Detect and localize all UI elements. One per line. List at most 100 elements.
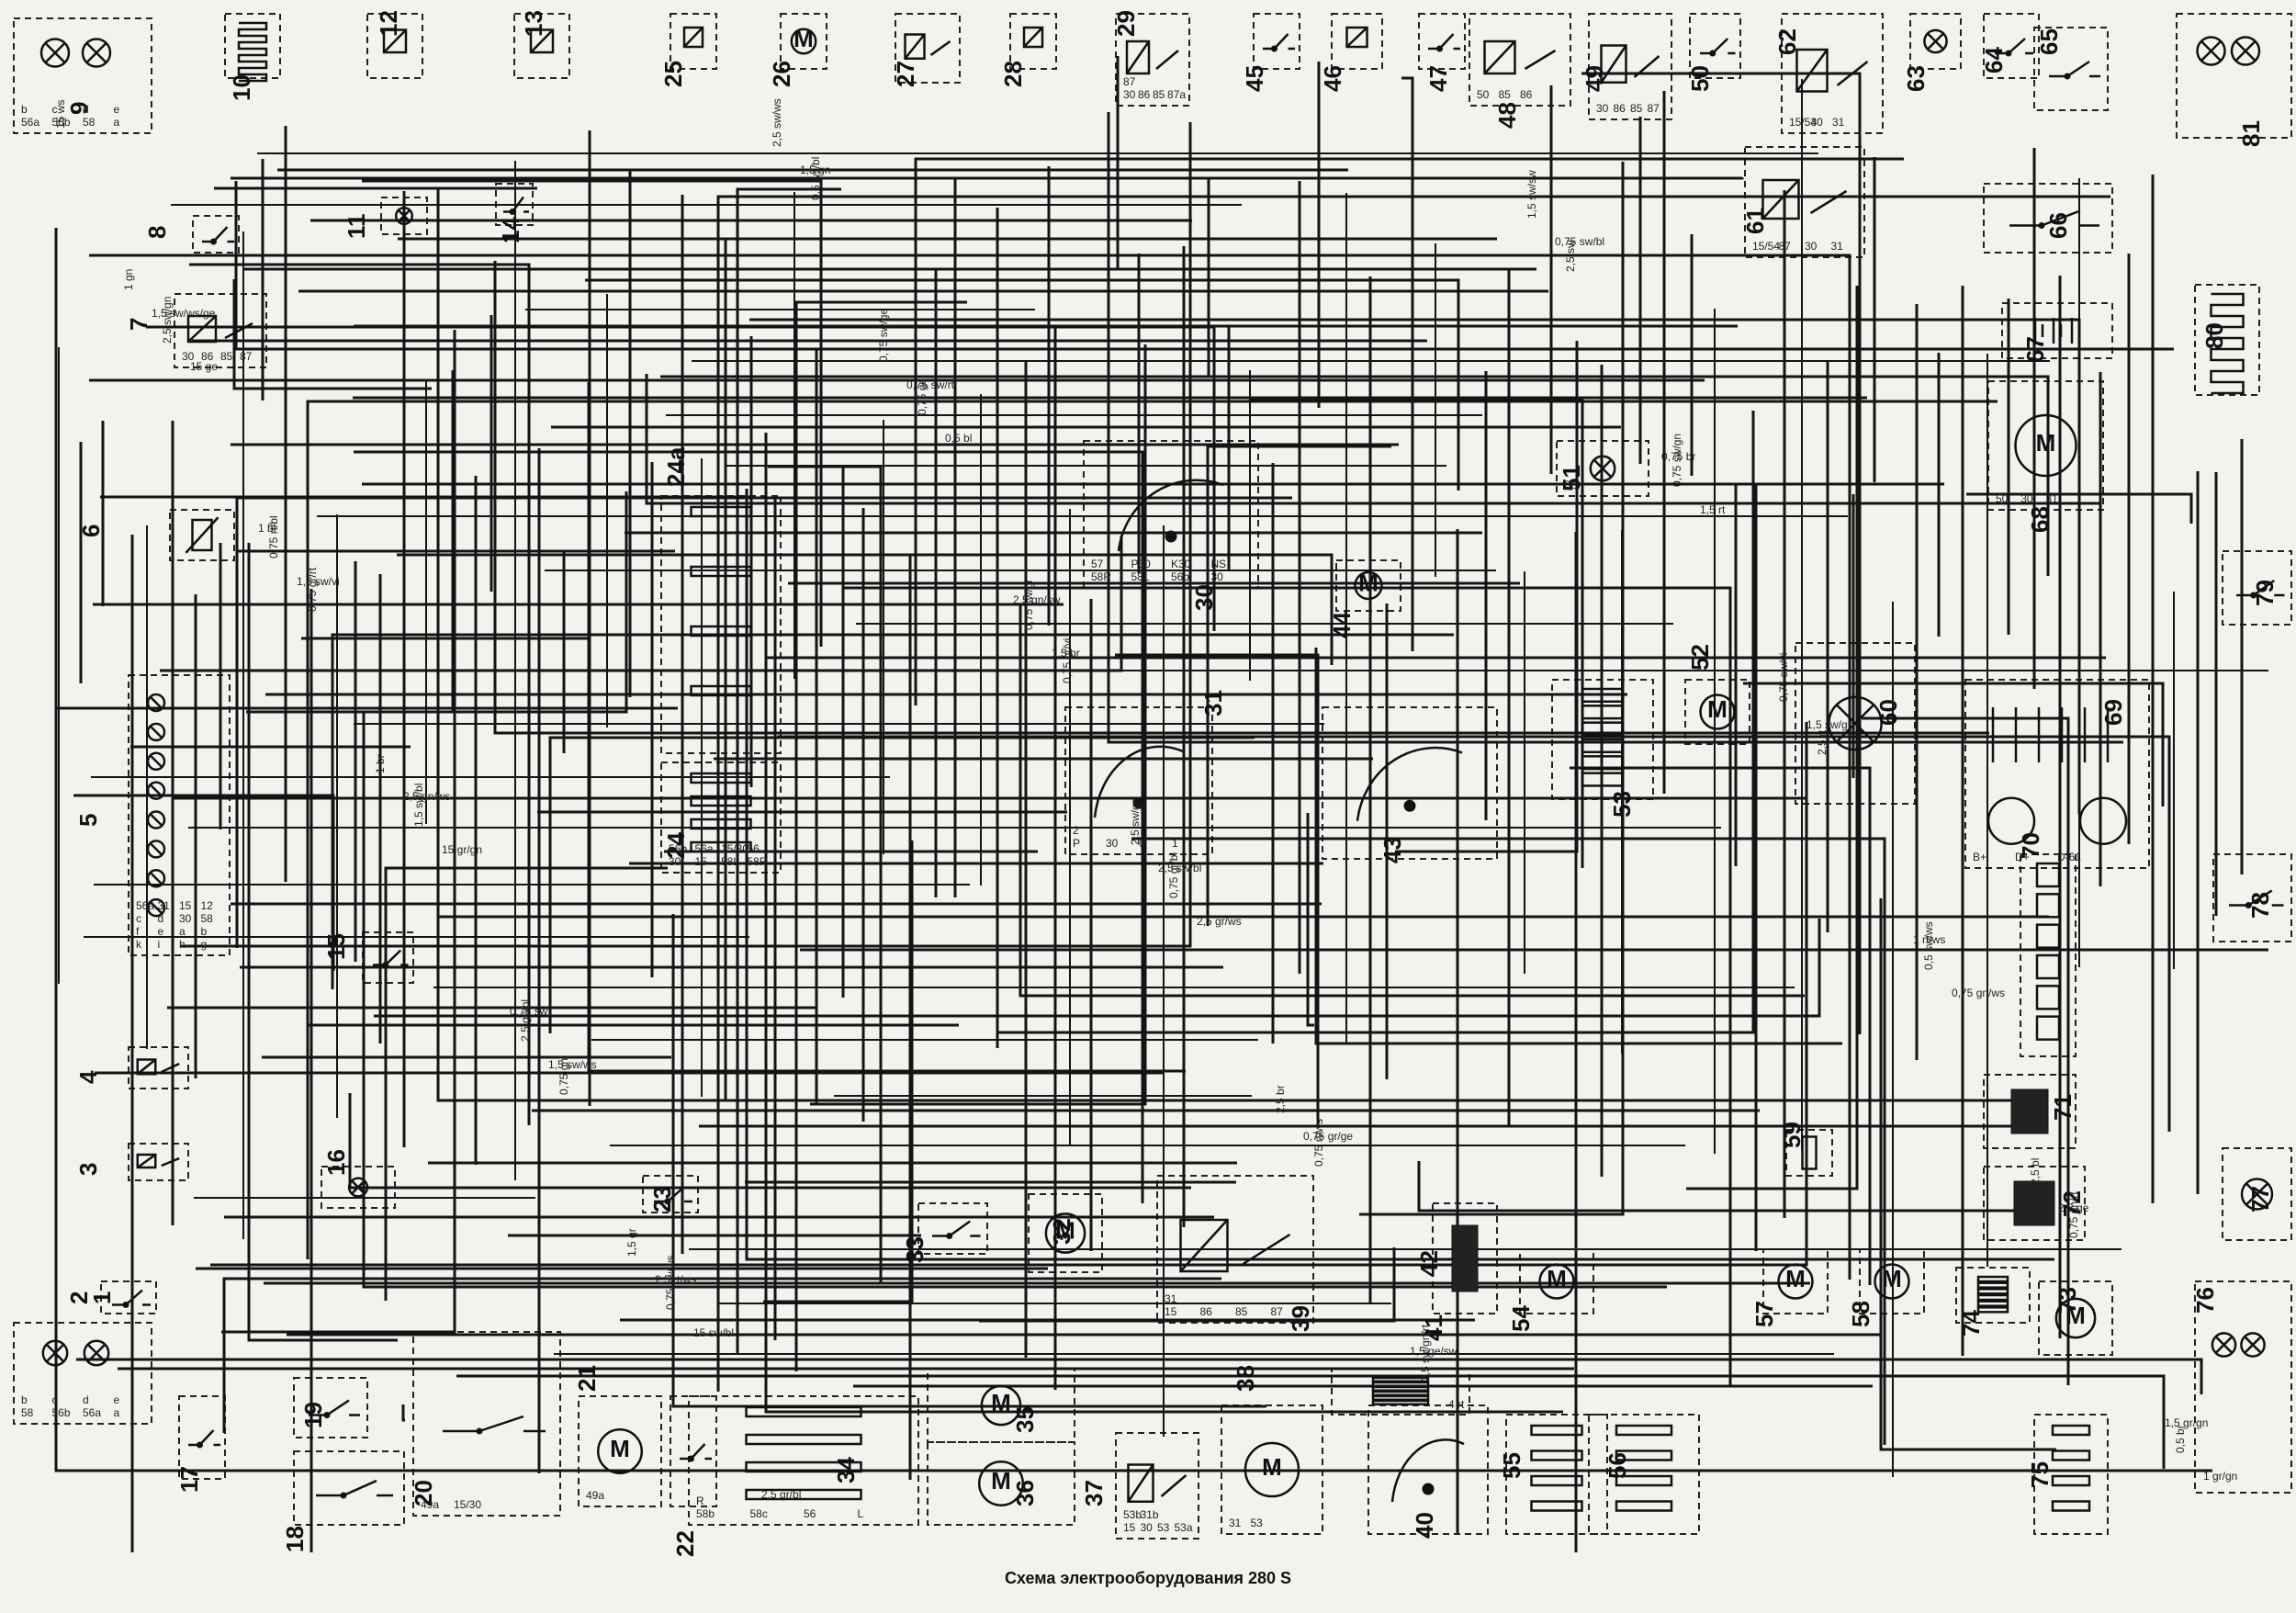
component-number-27: 27	[892, 61, 919, 87]
wire-label: 15 ge	[190, 360, 218, 373]
component-box-52	[1684, 679, 1750, 745]
component-57: M	[1777, 1263, 1814, 1300]
terminal-label: 31	[1831, 240, 1844, 253]
component-number-20: 20	[410, 1480, 437, 1506]
component-79	[2236, 579, 2285, 599]
terminal-label: 15/30	[454, 1498, 481, 1511]
wire-label: 0,75 gr/bl	[1167, 852, 1180, 898]
terminal-label: a	[114, 1406, 120, 1419]
component-number-47: 47	[1424, 65, 1452, 92]
terminal-label: P30	[1131, 558, 1152, 570]
component-box-9	[13, 17, 152, 134]
component-box-44	[1335, 559, 1401, 612]
component-number-72: 72	[2058, 1190, 2086, 1217]
component-number-78: 78	[2246, 892, 2274, 919]
wire	[716, 195, 2110, 1392]
terminal-label: 56a	[21, 116, 39, 129]
svg-text:M: M	[1055, 1217, 1075, 1245]
component-number-10: 10	[228, 74, 255, 101]
wire-label: 1,5 gn	[800, 164, 830, 176]
wire-label: 0,75 sw/gr	[1022, 580, 1035, 630]
wire-label: 2,5 rt/ws	[655, 1273, 696, 1286]
wire	[210, 722, 1808, 1267]
component-58: M	[1874, 1263, 1910, 1300]
wire	[362, 179, 823, 647]
wire-label: 1 gr/gn	[2203, 1470, 2237, 1483]
wire-label: 2,5 gr/ws	[1197, 915, 1242, 928]
wire	[1206, 445, 1391, 926]
wire-label: 1,5 gr	[625, 1228, 638, 1257]
wire-label: 1 bl	[258, 522, 276, 535]
component-box-1	[13, 1322, 152, 1425]
component-number-49: 49	[1581, 65, 1608, 92]
terminal-label: K30	[1171, 558, 1191, 570]
terminal-label: FL	[1564, 479, 1577, 491]
component-number-13: 13	[520, 10, 547, 37]
terminal-label: 85	[1153, 88, 1165, 101]
component-box-79	[2222, 550, 2292, 626]
wire-label: 1,5 gr/gn	[2165, 1416, 2208, 1429]
component-number-17: 17	[175, 1466, 203, 1493]
wire-label: 0,75 gr/ge	[1303, 1130, 1353, 1143]
component-26: M	[790, 25, 817, 55]
wire	[764, 433, 1563, 1414]
wire-label: 0,75 gn/ws	[1952, 987, 2005, 999]
wire	[374, 919, 1821, 1018]
wire	[777, 735, 2171, 1132]
terminal-label: b	[201, 925, 208, 938]
terminal-label: 12	[201, 899, 214, 912]
wire-label: 0,75 sw/rt	[906, 378, 955, 391]
component-box-43	[1322, 706, 1498, 860]
component-box-23	[642, 1175, 699, 1213]
terminal-label: 49a	[586, 1489, 604, 1502]
component-box-6	[169, 509, 235, 561]
wire	[362, 712, 1667, 1289]
terminal-label: 15	[1165, 1305, 1177, 1318]
svg-text:M: M	[1707, 695, 1728, 723]
component-number-48: 48	[1493, 102, 1521, 129]
wire	[221, 330, 456, 1334]
wire-label: 1,5 ge/sw	[1410, 1345, 1458, 1358]
component-10	[237, 21, 268, 83]
component-box-19	[293, 1377, 368, 1438]
terminal-label: 58	[21, 1406, 34, 1419]
component-24a	[690, 505, 752, 697]
terminal-label: 30	[1106, 837, 1119, 850]
wire	[914, 157, 1904, 705]
svg-text:M: M	[991, 1467, 1011, 1495]
terminal-label: NS	[1211, 558, 1227, 570]
component-62	[1795, 48, 1869, 93]
terminal-label: 31	[1165, 1292, 1177, 1305]
wire	[384, 866, 668, 1301]
svg-text:M: M	[793, 25, 814, 52]
component-box-32	[1028, 1193, 1103, 1273]
wire	[844, 586, 1732, 1387]
wire-label: 2,5 sw/gn	[161, 297, 174, 344]
component-number-62: 62	[1773, 28, 1801, 55]
wire-label: 0,75 rt/ws	[1312, 1119, 1325, 1167]
wire	[1314, 648, 1842, 1045]
terminal-label: 30	[1123, 88, 1136, 101]
terminal-label: D+	[2015, 851, 2030, 863]
component-number-26: 26	[768, 61, 795, 87]
component-number-14: 14	[497, 217, 524, 243]
terminal-label: a	[179, 925, 186, 938]
svg-text:M: M	[1785, 1265, 1806, 1292]
wire	[222, 1277, 1221, 1433]
component-box-57	[1762, 1248, 1829, 1314]
wire-label: 1 gn	[122, 269, 135, 290]
component-37	[1127, 1463, 1187, 1503]
terminal-label: e	[158, 925, 164, 938]
terminal-label: 31b	[1141, 1508, 1159, 1521]
component-24	[690, 772, 752, 853]
wire	[1107, 112, 2123, 744]
component-number-52: 52	[1686, 644, 1714, 671]
component-12	[382, 28, 408, 54]
component-box-60	[1795, 642, 1916, 805]
wire-label: 2,5 gn/bl	[519, 999, 532, 1042]
component-48	[1483, 39, 1557, 75]
terminal-label: 56a	[136, 899, 154, 912]
terminal-label: 2	[1073, 824, 1079, 837]
component-box-5	[128, 674, 231, 956]
component-number-75: 75	[2026, 1461, 2054, 1488]
